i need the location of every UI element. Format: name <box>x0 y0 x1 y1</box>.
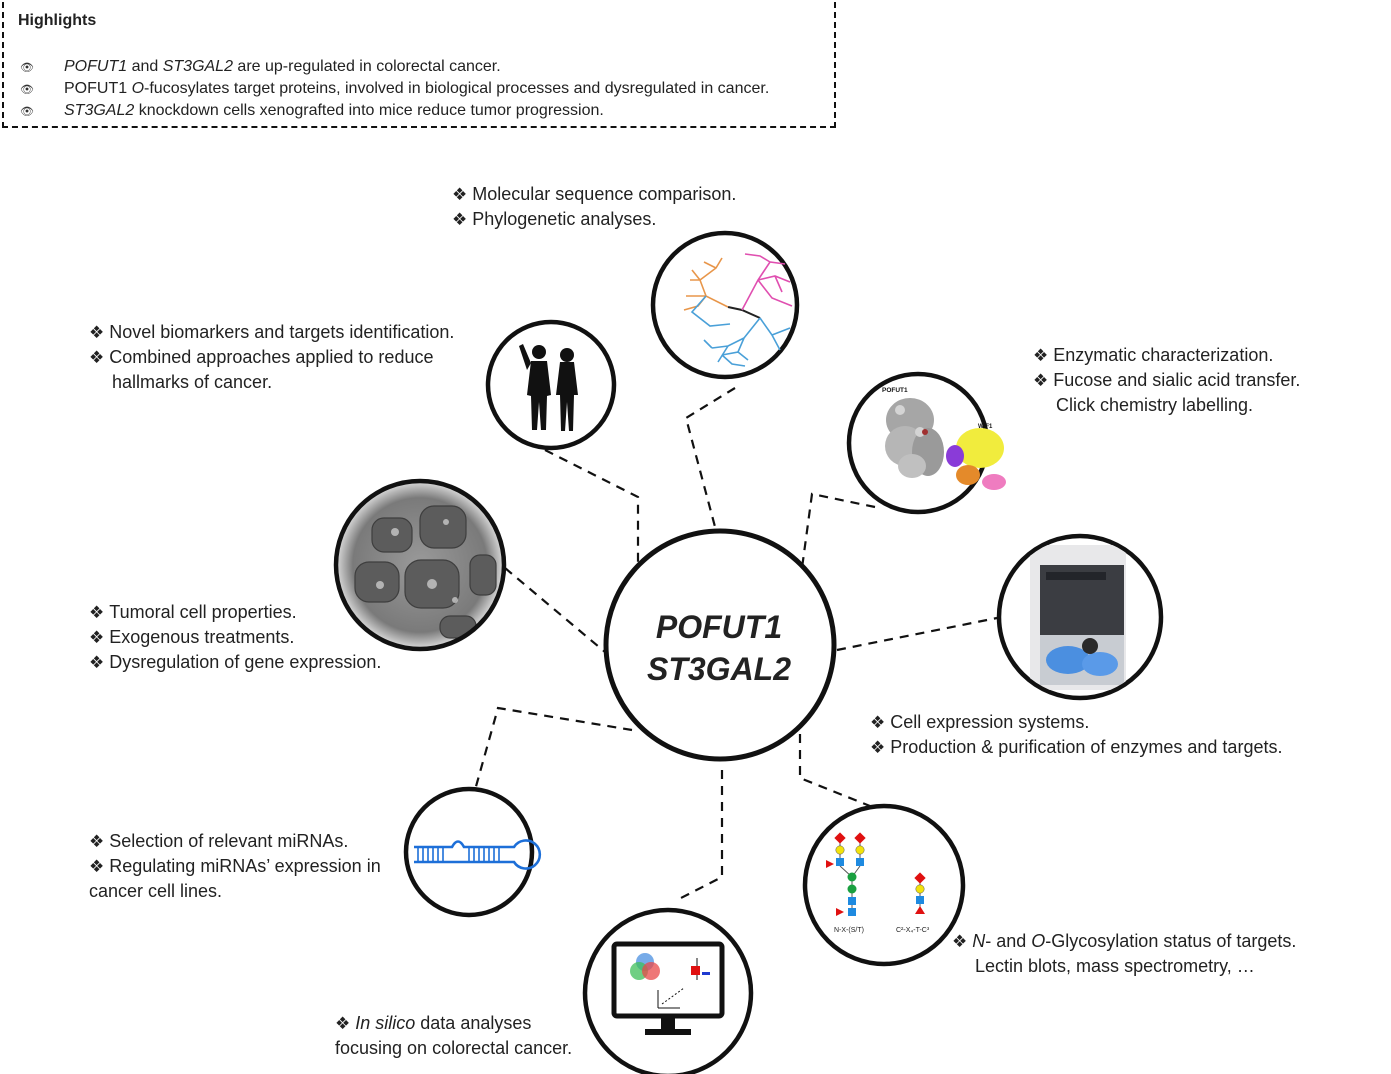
highlights-title: Highlights <box>18 12 97 29</box>
connector-biomarkers <box>544 449 640 568</box>
center-line-st3gal2: ST3GAL2 <box>646 651 792 687</box>
highlights-box: Highlights 👁POFUT1 and ST3GAL2 are up-re… <box>2 2 836 128</box>
biomarkers-text: ❖Novel biomarkers and targets identifica… <box>89 322 455 392</box>
connector-mirna <box>473 706 633 791</box>
connector-expression <box>836 616 998 652</box>
n-glycan-motif-label: N-X-(S/T) <box>834 927 864 934</box>
eye-bullet-icon: 👁 <box>20 106 34 118</box>
highlight-item: 👁POFUT1 O-fucosylates target proteins, i… <box>20 80 770 97</box>
cell-microscopy-icon <box>333 478 507 652</box>
connector-tumoral <box>504 567 606 653</box>
monitor-analysis-icon <box>582 907 754 1074</box>
center-circle <box>603 528 837 762</box>
connector-glyco <box>798 718 881 812</box>
eye-bullet-icon: 👁 <box>20 84 34 96</box>
wif1-structure-label: WIF1 <box>978 424 993 430</box>
insilico-text: ❖In silico data analyses focusing on col… <box>335 1013 573 1058</box>
phylogenetic-tree-icon <box>650 230 800 380</box>
center-gene-label: POFUT1 ST3GAL2 <box>610 606 828 690</box>
connector-phylogeny <box>684 387 736 539</box>
center-line-pofut1: POFUT1 <box>655 609 783 645</box>
pofut1-structure-label: POFUT1 <box>882 387 908 394</box>
mirna-text: ❖Selection of relevant miRNAs. ❖Regulati… <box>89 831 381 901</box>
highlight-item: 👁ST3GAL2 knockdown cells xenografted int… <box>20 102 604 119</box>
phylogeny-text: ❖Molecular sequence comparison. ❖Phyloge… <box>452 184 737 229</box>
highlight-item: 👁POFUT1 and ST3GAL2 are up-regulated in … <box>20 58 501 75</box>
glycan-structures-icon: N-X-(S/T) C²-X₄-T-C³ <box>802 803 966 967</box>
o-glycan-motif-label: C²-X₄-T-C³ <box>896 927 930 934</box>
connector-insilico <box>676 770 724 901</box>
expression-text: ❖Cell expression systems. ❖Production & … <box>870 712 1283 757</box>
lab-equipment-photo-icon <box>996 533 1164 701</box>
eye-bullet-icon: 👁 <box>20 62 34 74</box>
glycosylation-text: ❖N- and O-Glycosylation status of target… <box>952 931 1297 976</box>
protein-structure-icon: POFUT1 WIF1 <box>846 371 1006 515</box>
connector-enzymatic <box>800 492 876 569</box>
enzymatic-text: ❖Enzymatic characterization. ❖Fucose and… <box>1033 345 1301 415</box>
tumoral-text: ❖Tumoral cell properties. ❖Exogenous tre… <box>89 602 382 672</box>
connectors <box>473 387 998 901</box>
silhouettes-icon <box>485 319 617 451</box>
mirna-hairpin-icon <box>403 786 542 918</box>
